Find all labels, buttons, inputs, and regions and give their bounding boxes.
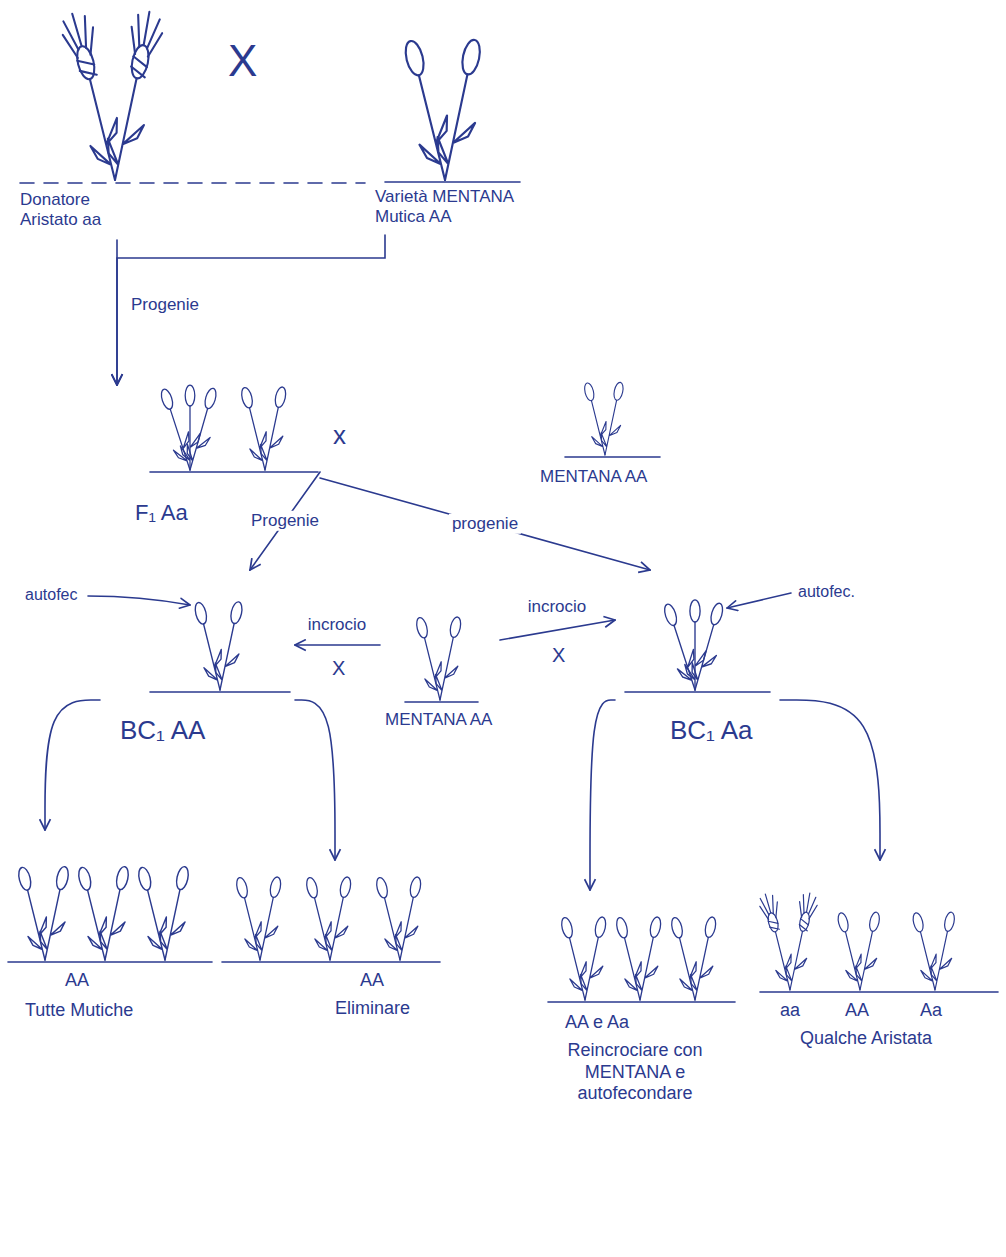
plant-group: AA Tutte Mutiche [5, 830, 215, 1030]
wheat-plant [907, 910, 961, 992]
node-text: Varietà MENTANA Mutica AA [375, 187, 535, 228]
ground-line [150, 471, 318, 473]
wheat-plant [579, 381, 629, 457]
wheat-plant [395, 37, 492, 184]
wheat-plant [230, 875, 288, 962]
ground-line [405, 701, 478, 703]
plant-group: AA Eliminare [215, 860, 445, 1024]
plant-group: MENTANA AA [540, 365, 700, 500]
cross-or-note-label: X [225, 35, 260, 88]
arrow-connector [295, 700, 335, 860]
edge-label: Progenie [128, 295, 202, 315]
edge-label: progenie [449, 514, 521, 534]
ground-line [150, 691, 290, 693]
edge-label: Progenie [248, 511, 322, 531]
node-text: Aa [920, 1000, 942, 1022]
node-text: AA [65, 970, 89, 992]
node-text: Eliminare [335, 998, 410, 1020]
arrow-connector [295, 644, 380, 646]
wheat-plant-awned [757, 891, 820, 992]
plant-group: AA e Aa Reincrociare con MENTANA e autofe… [540, 890, 740, 1170]
arrow-connector [320, 478, 650, 570]
leader-arrow [727, 593, 791, 608]
node-text: MENTANA AA [385, 710, 492, 730]
node-text: Donatore Aristato aa [20, 190, 135, 231]
arrow-connector [590, 700, 615, 890]
wheat-plant [610, 915, 668, 1002]
wheat-plant [300, 875, 358, 962]
plant-group: Varietà MENTANA Mutica AA [370, 5, 560, 235]
plant-group: BC₁ AA [100, 570, 295, 760]
node-text: aa [780, 1000, 800, 1022]
plant-group: aa AA AaQualche Aristata [755, 860, 1000, 1070]
node-text: AA [360, 970, 384, 992]
node-text: BC₁ AA [120, 715, 205, 746]
wheat-plant [555, 915, 613, 1002]
node-text: Tutte Mutiche [25, 1000, 133, 1022]
cross-or-note-label: autofec. [795, 582, 858, 601]
node-text: Reincrociare con MENTANA e autofecondare [560, 1040, 710, 1105]
ground-line [385, 181, 520, 183]
arrow-connector [45, 700, 100, 830]
node-text: AA e Aa [565, 1012, 629, 1034]
wheat-plant [235, 385, 293, 472]
wheat-plant [131, 864, 196, 962]
leader-arrow [88, 596, 190, 605]
ground-line [8, 961, 212, 963]
node-text: Qualche Aristata [800, 1028, 932, 1050]
wheat-plant [71, 864, 136, 962]
ground-line [222, 961, 440, 963]
plant-group: BC₁ Aa [615, 570, 780, 760]
plant-group: Donatore Aristato aa [15, 5, 230, 240]
ground-line [548, 1001, 735, 1003]
ground-line [20, 182, 365, 184]
node-text: F₁ Aa [135, 500, 188, 526]
cross-or-note-label: autofec [22, 585, 80, 604]
wheat-plant [11, 864, 76, 962]
node-text: BC₁ Aa [670, 715, 752, 746]
wheat-plant [657, 600, 730, 693]
wheat-plant [188, 600, 249, 693]
edge-label: incrocio [305, 615, 370, 635]
wheat-plant [832, 910, 886, 992]
edge-label: incrocio [525, 597, 590, 617]
plant-group: MENTANA AA [380, 585, 500, 745]
arrow-connector [780, 700, 880, 860]
wheat-plant [155, 385, 224, 473]
wheat-plant [370, 875, 428, 962]
ground-line [565, 456, 660, 458]
cross-or-note-label: X [329, 656, 348, 680]
wheat-plant [410, 615, 468, 702]
wheat-plant-awned [58, 9, 167, 184]
arrow-connector [500, 620, 615, 640]
cross-or-note-label: X [549, 643, 568, 667]
cross-or-note-label: x [330, 420, 349, 451]
ground-line [625, 691, 770, 693]
arrow-connector [117, 235, 385, 385]
node-text: AA [845, 1000, 869, 1022]
ground-line [760, 991, 998, 993]
wheat-plant [665, 915, 723, 1002]
node-text: MENTANA AA [540, 467, 647, 487]
